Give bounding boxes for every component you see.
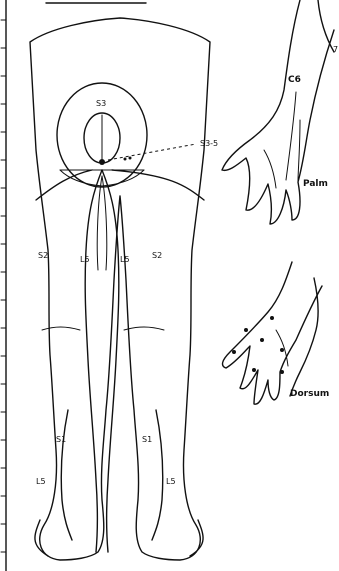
label-s1-left: S1 [56,435,66,444]
label-dorsum: Dorsum [290,389,329,399]
label-c6: C6 [288,75,301,85]
label-s2-right: S2 [152,251,162,260]
palm-hand-figure [222,0,334,224]
label-s3: S3 [96,99,106,108]
label-c7: 7 [333,45,338,54]
dorsum-hand-figure [223,262,322,404]
label-l5-left: L5 [80,255,90,264]
left-ruler [1,0,146,571]
lower-body-outline [30,18,210,560]
label-s2-left: S2 [38,251,48,260]
label-l5-leg-right: L5 [166,477,176,486]
label-palm: Palm [303,179,328,189]
label-l5-leg-left: L5 [36,477,46,486]
label-s3-5: S3-5 [200,139,218,148]
label-l5-right: L5 [120,255,130,264]
label-s1-right: S1 [142,435,152,444]
